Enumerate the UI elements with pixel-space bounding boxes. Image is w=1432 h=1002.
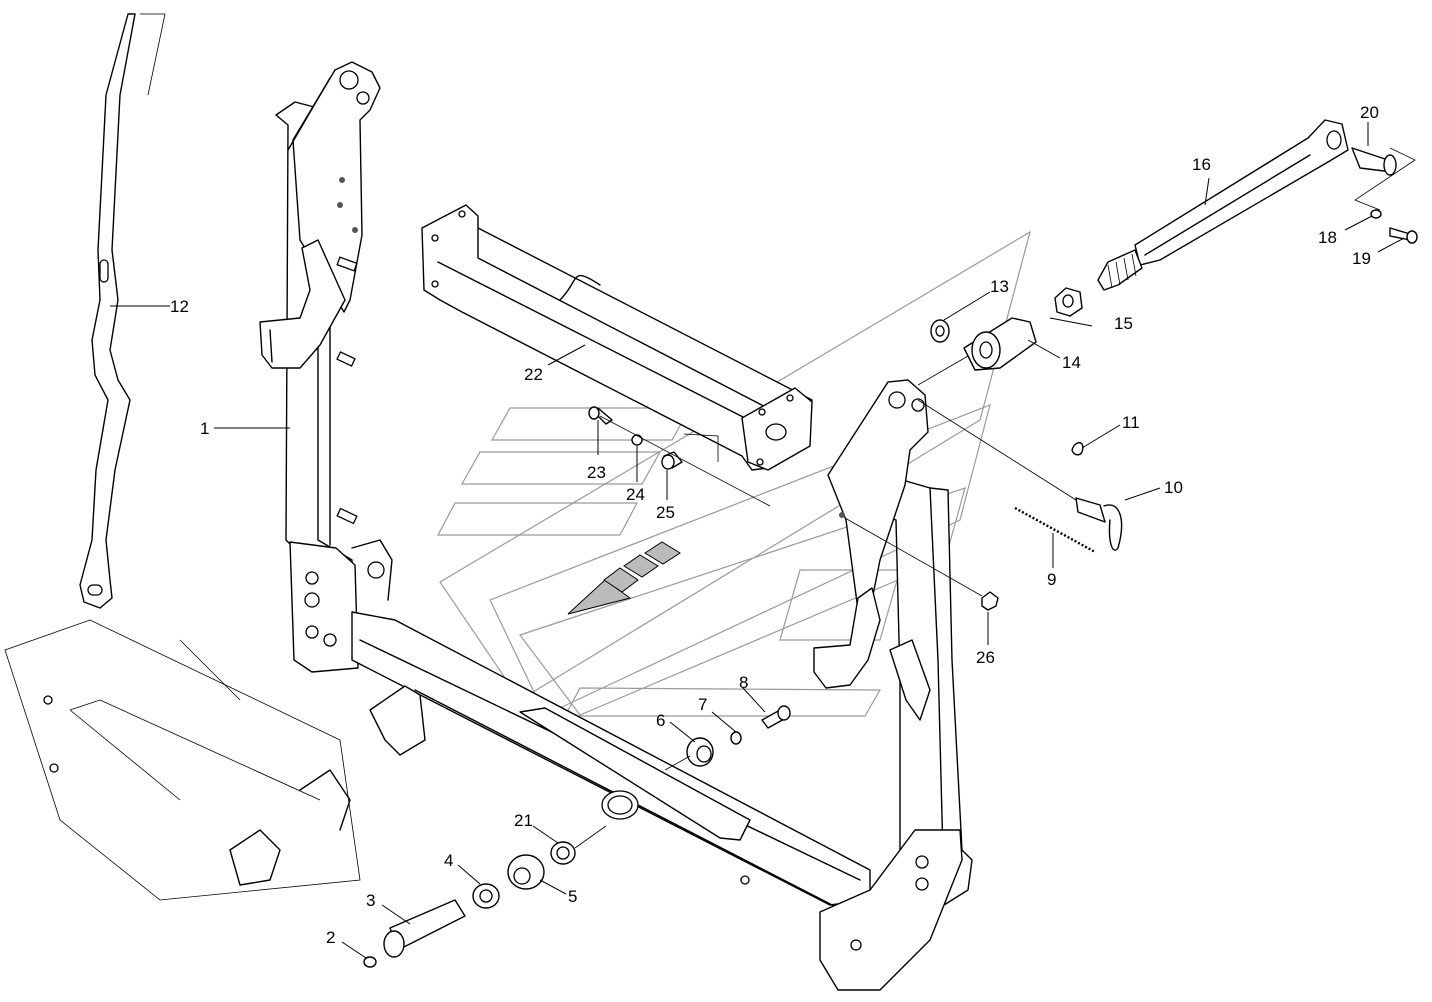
callout-21: 21 (514, 811, 533, 830)
callout-11: 11 (1122, 413, 1140, 432)
part-18-washer (1370, 209, 1382, 219)
part-15-nut (1054, 287, 1083, 317)
part-14-swivel-bracket (917, 317, 1037, 386)
part-8-bolt (761, 705, 791, 729)
callout-15: 15 (1114, 314, 1133, 333)
callout-20: 20 (1360, 103, 1379, 122)
callout-12: 12 (170, 297, 189, 316)
direction-arrow-symbol (567, 541, 681, 615)
part-16-top-link (1097, 119, 1349, 291)
part-2-nut (363, 956, 377, 968)
callout-26: 26 (976, 648, 995, 667)
callout-13: 13 (990, 277, 1009, 296)
callout-labels: 1 2 3 4 5 6 7 8 9 10 11 12 13 14 15 16 1… (170, 103, 1379, 947)
part-22-cross-tube (421, 204, 813, 471)
part-5-bearing (507, 854, 545, 890)
part-26-nut (844, 517, 999, 611)
callout-10: 10 (1164, 478, 1183, 497)
part-1-main-frame (259, 61, 973, 991)
part-25-spacer (599, 415, 771, 507)
vehicle-frame-background (4, 619, 361, 901)
part-13-washer (930, 319, 950, 343)
leader-lines (110, 122, 1405, 959)
callout-18: 18 (1318, 228, 1337, 247)
callout-1: 1 (200, 419, 209, 438)
part-7-washer (730, 731, 742, 745)
callout-19: 19 (1352, 249, 1371, 268)
part-9-chain (1014, 506, 1096, 554)
part-10-hitch-pin (917, 399, 1123, 551)
callout-8: 8 (739, 673, 748, 692)
part-4-bushing (472, 883, 500, 909)
part-19-bolt (1389, 227, 1418, 244)
callout-22: 22 (524, 365, 543, 384)
part-6-bushing (664, 737, 714, 771)
callout-5: 5 (568, 887, 577, 906)
callout-16: 16 (1192, 155, 1211, 174)
callout-23: 23 (587, 463, 606, 482)
part-12-bent-bar (79, 13, 166, 609)
callout-25: 25 (656, 503, 675, 522)
part-23-bolt (588, 406, 613, 425)
part-20-pin (1351, 147, 1416, 211)
callout-9: 9 (1047, 570, 1056, 589)
part-3-shaft (383, 899, 466, 958)
callout-24: 24 (626, 485, 645, 504)
part-11-clip (1071, 442, 1084, 456)
callout-6: 6 (656, 711, 665, 730)
callout-7: 7 (698, 695, 707, 714)
part-21-sleeve (550, 825, 607, 865)
callout-2: 2 (326, 928, 335, 947)
callout-4: 4 (444, 851, 453, 870)
callout-3: 3 (366, 891, 375, 910)
part-24-washer (631, 434, 643, 446)
callout-14: 14 (1062, 353, 1081, 372)
